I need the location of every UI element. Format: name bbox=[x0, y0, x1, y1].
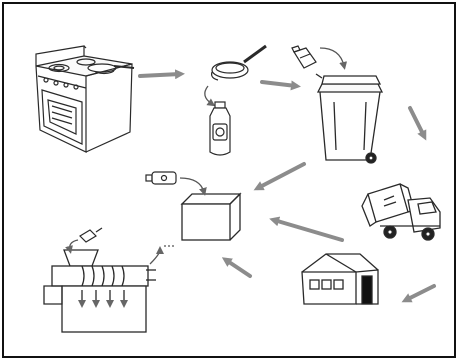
small-bottle-icon bbox=[79, 227, 103, 243]
battery-icon bbox=[145, 171, 177, 185]
flow-arrow-into-house bbox=[401, 284, 436, 303]
pour-arrow-icon bbox=[204, 85, 216, 107]
garbage-truck-icon bbox=[361, 183, 441, 241]
processing-machine-icon bbox=[43, 249, 156, 333]
collection-box-icon bbox=[180, 192, 242, 241]
frying-pan-icon bbox=[211, 44, 267, 81]
flow-arrow-truck-to-box bbox=[269, 216, 344, 242]
recycling-cycle-diagram bbox=[35, 44, 441, 333]
small-bottle-icon bbox=[291, 45, 317, 69]
flow-arrow-house-to-box bbox=[221, 257, 252, 278]
drop-arrow-icon bbox=[65, 239, 176, 265]
stove-icon bbox=[35, 45, 135, 153]
wheelie-bin-icon bbox=[315, 73, 384, 164]
drop-arrow-icon bbox=[319, 47, 348, 70]
flow-arrow-stove-to-pan bbox=[138, 69, 185, 80]
house-icon bbox=[301, 253, 379, 305]
flow-arrow-pan-to-bin bbox=[260, 80, 301, 91]
flow-arrow-bin-to-box bbox=[253, 162, 306, 191]
oil-bottle-icon bbox=[209, 101, 231, 156]
drop-arrow-icon bbox=[179, 177, 207, 196]
flow-arrow-bin-to-truck bbox=[408, 106, 427, 141]
flow-arrows bbox=[138, 69, 436, 303]
